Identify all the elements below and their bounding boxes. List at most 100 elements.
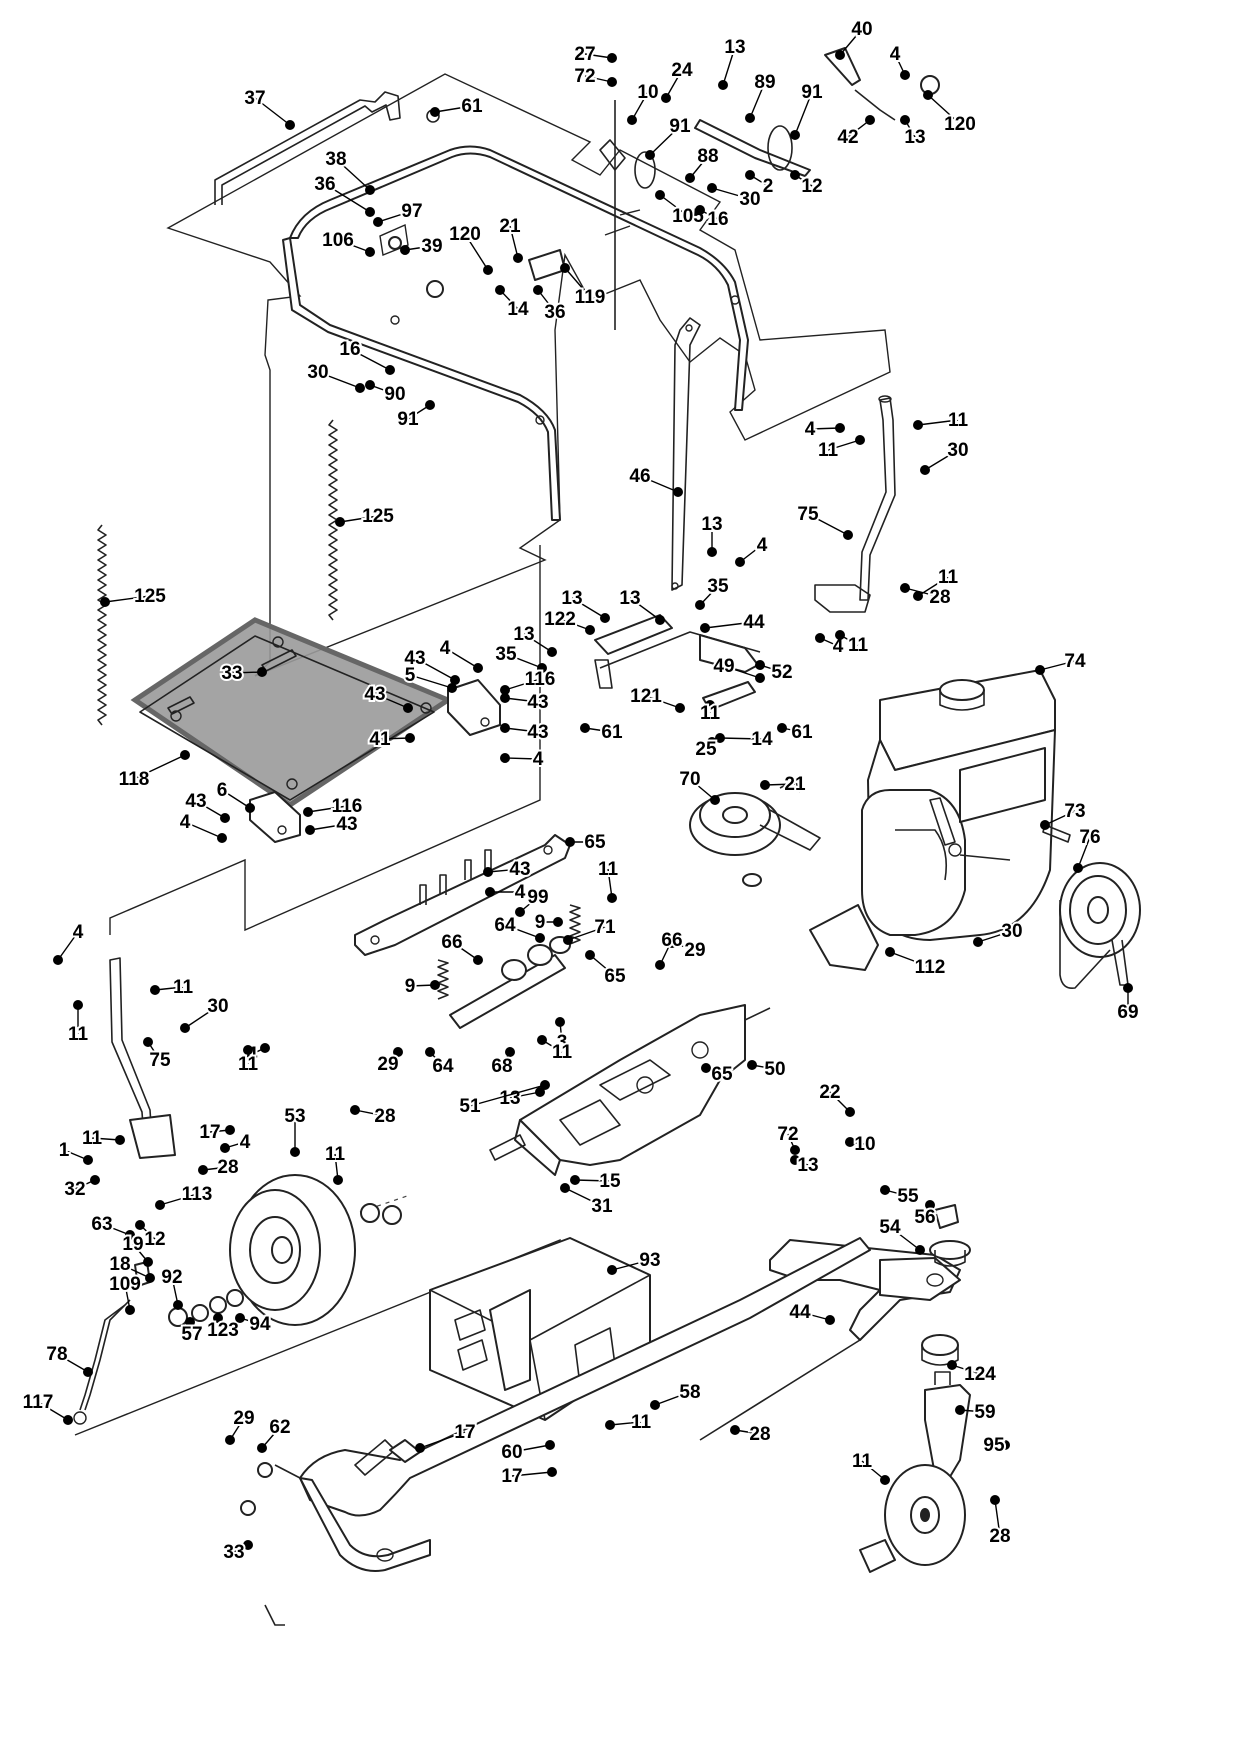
callout-dot [843,530,853,540]
callout-dot [880,1185,890,1195]
callout-leader [379,737,411,740]
callout-leader [611,1259,651,1271]
spacer-95 [859,1539,896,1573]
callout-number: 43 [509,859,530,880]
callout-dot [947,1360,957,1370]
callout-28: 28 [987,1495,1013,1549]
callout-43: 43 [483,857,533,882]
callout-dot [718,80,728,90]
callout-5: 5 [403,663,457,693]
callout-dot [745,113,755,123]
callout-leader [509,225,519,259]
callout-112: 112 [885,947,947,980]
callout-dot [655,960,665,970]
callout-number: 4 [805,419,816,440]
callout-number: 4 [757,535,768,556]
callout-dot [500,753,510,763]
callout-11: 11 [150,975,195,1000]
callout-52: 52 [755,660,795,685]
callout-number: 72 [777,1124,798,1145]
callout-dot [835,630,845,640]
callout-dot [365,185,375,195]
callout-leader [574,1179,611,1182]
callout-dot [500,723,510,733]
callout-leader [504,697,539,703]
callout-dot [513,253,523,263]
callout-number: 52 [771,662,792,683]
callout-dot [505,1047,515,1057]
callout-number: 54 [879,1217,901,1238]
callout-2: 2 [745,170,775,199]
callout-29: 29 [667,938,708,963]
callout-number: 4 [890,44,901,65]
callout-33: 33 [221,1540,253,1565]
callout-122: 122 [542,607,595,635]
key-99 [742,873,762,887]
callout-number: 90 [384,384,405,405]
callout-number: 125 [362,506,394,527]
callout-number: 28 [217,1157,238,1178]
callout-dot [285,120,295,130]
callout-number: 18 [109,1254,130,1275]
callout-number: 94 [249,1314,271,1335]
callout-11: 11 [605,1410,653,1435]
callout-109: 109 [107,1272,143,1315]
callout-number: 28 [929,587,950,608]
callout-11: 11 [913,565,960,601]
callout-28: 28 [900,583,953,610]
callout-dot [570,1175,580,1185]
callout-66: 66 [439,930,483,965]
callout-dot [755,673,765,683]
callout-leader [505,653,543,669]
callout-dot [845,1137,855,1147]
callout-dot [955,1405,965,1415]
callout-dot [535,933,545,943]
callout-13: 13 [511,622,557,657]
callout-number: 41 [369,729,391,750]
callout-number: 65 [584,832,606,853]
callout-leader [749,81,766,119]
callout-number: 91 [397,409,419,430]
callout-dot [537,1035,547,1045]
callout-leader [629,597,661,621]
callout-number: 43 [364,684,385,705]
callout-leader [889,1226,921,1251]
callout-dot [290,1147,300,1157]
callout-leader [159,1193,198,1206]
callout-62: 62 [257,1415,293,1453]
callout-17: 17 [197,1120,235,1145]
callout-dot [707,737,717,747]
callout-number: 4 [240,1132,251,1153]
callout-leader [464,233,489,271]
callout-number: 35 [707,576,729,597]
callout-number: 13 [513,624,534,645]
callout-36: 36 [312,172,375,217]
callout-dot [913,420,923,430]
callout-dot [645,150,655,160]
callout-4: 4 [53,920,86,965]
callout-dot [260,1043,270,1053]
callout-35: 35 [493,642,547,673]
callout-4: 4 [438,636,483,673]
callout-number: 11 [938,567,959,588]
callout-75: 75 [795,502,853,540]
callout-dot [675,703,685,713]
callout-number: 97 [401,201,422,222]
callout-number: 21 [499,216,521,237]
callout-89: 89 [745,70,778,123]
callout-dot [333,1175,343,1185]
callout-leader [794,91,813,136]
callout-number: 50 [764,1059,785,1080]
callout-99: 99 [515,885,551,917]
callout-number: 73 [1064,801,1085,822]
callout-116: 116 [500,667,557,695]
callout-dot [73,1000,83,1010]
callout-dot [217,833,227,843]
callout-119: 119 [560,263,607,310]
callout-number: 124 [964,1364,996,1385]
callout-121: 121 [628,684,685,713]
link-rod-57 [73,1299,131,1425]
callout-78: 78 [44,1342,93,1377]
callout-number: 42 [837,127,858,148]
